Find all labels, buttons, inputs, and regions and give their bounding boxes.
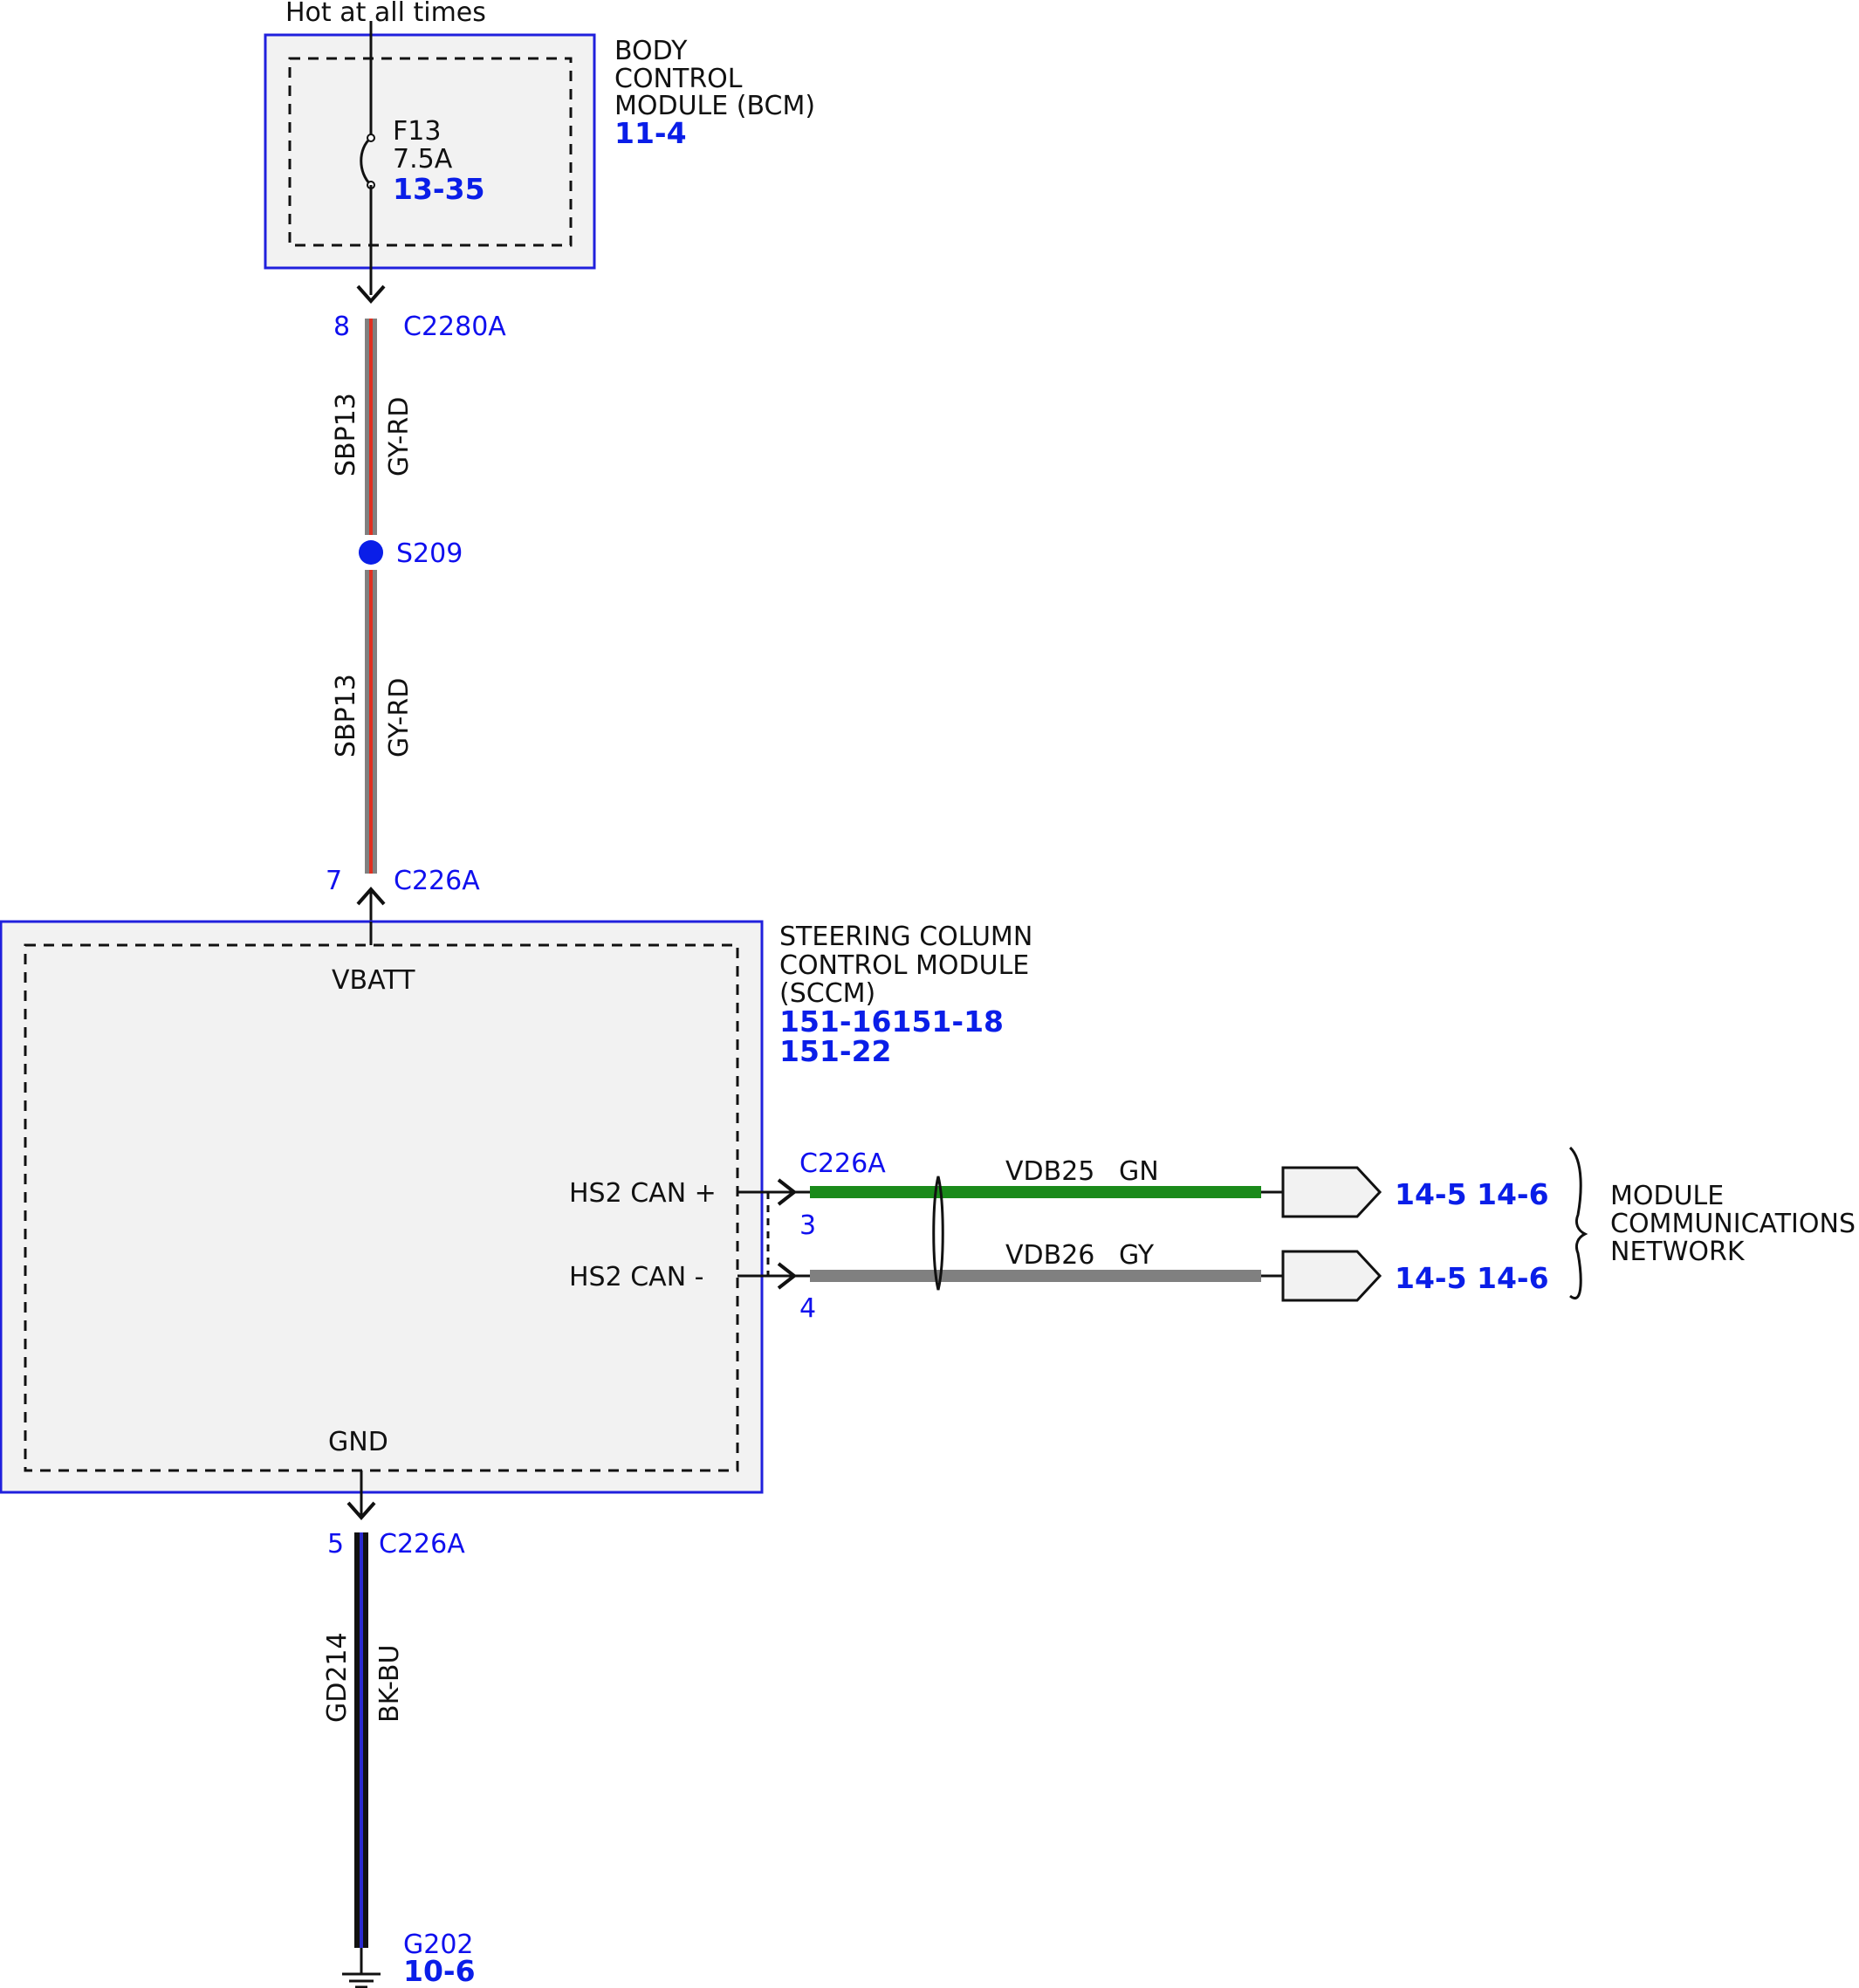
fuse-terminal-top <box>367 134 375 142</box>
splice-dot-icon <box>359 540 383 565</box>
sccm-ref-2[interactable]: 151-22 <box>779 1034 892 1068</box>
gnd-wire-color: BK-BU <box>374 1645 405 1723</box>
can-plus-ref-1[interactable]: 14-5 <box>1395 1177 1467 1211</box>
wire-blue-stripe <box>360 1532 363 1948</box>
bcm-page-ref[interactable]: 11-4 <box>614 116 687 150</box>
wire-vdb26 <box>810 1270 1261 1282</box>
sccm-inner-dashed <box>24 943 739 1472</box>
sccm-name-line-3: (SCCM) <box>779 978 875 1009</box>
sccm-name-line-1: STEERING COLUMN <box>779 922 1032 952</box>
connector-c2280a: 8 C2280A <box>333 284 506 342</box>
ground-symbol-icon <box>342 1972 381 1988</box>
fuse-rating: 7.5A <box>393 144 453 175</box>
can-minus-color: GY <box>1119 1240 1155 1271</box>
can-plus-ref-2[interactable]: 14-6 <box>1477 1177 1549 1211</box>
sccm-pin-gnd: GND <box>328 1427 388 1457</box>
ground-id[interactable]: G202 <box>403 1930 474 1960</box>
bcm-name-line-3: MODULE (BCM) <box>614 91 815 121</box>
wire-red-stripe <box>369 570 373 874</box>
fuse-id: F13 <box>393 116 441 147</box>
bcm-outline <box>264 33 596 270</box>
connector-c226a-vbatt: 7 C226A <box>326 866 480 945</box>
gnd-circuit: GD214 <box>322 1632 353 1723</box>
bcm-name-line-2: CONTROL <box>614 64 743 94</box>
c226a-vbatt-pin: 7 <box>326 866 342 896</box>
c2280a-pin: 8 <box>333 312 350 342</box>
wire-red-stripe <box>369 319 373 535</box>
sccm-pin-can-minus: HS2 CAN - <box>569 1262 704 1292</box>
wire-sbp13-lower: SBP13 GY-RD <box>331 570 415 874</box>
fuse-symbol-icon <box>360 136 373 187</box>
wire-lower-color: GY-RD <box>384 678 415 757</box>
can-minus-continuation-icon[interactable] <box>1281 1250 1382 1302</box>
c226a-vbatt-id[interactable]: C226A <box>394 866 480 896</box>
hot-at-all-times-label: Hot at all times <box>285 0 486 28</box>
can-plus-continuation-icon[interactable] <box>1281 1166 1382 1218</box>
twisted-pair-icon <box>932 1176 944 1291</box>
can-plus-color: GN <box>1119 1156 1159 1187</box>
can-minus-ref-1[interactable]: 14-5 <box>1395 1261 1467 1295</box>
can-plus-circuit: VDB25 <box>1005 1156 1094 1187</box>
bcm-inner-dashed <box>288 57 573 247</box>
bcm-name-line-1: BODY <box>614 36 688 66</box>
ground-circuit: 5 C226A GD214 BK-BU G202 10-6 <box>322 1470 476 1988</box>
sccm-name-line-2: CONTROL MODULE <box>779 950 1029 981</box>
fuse-f13: F13 7.5A 13-35 <box>360 21 485 295</box>
splice-id[interactable]: S209 <box>396 538 463 569</box>
sccm-module: VBATT HS2 CAN + HS2 CAN - GND STEERING C… <box>0 920 1032 1494</box>
fuse-ref[interactable]: 13-35 <box>393 172 485 206</box>
brace-icon <box>1568 1146 1588 1299</box>
can-plus-pin: 3 <box>799 1210 816 1241</box>
connector-arrow-down-icon <box>346 1501 376 1521</box>
can-minus-pin: 4 <box>799 1293 816 1324</box>
can-minus-ref-2[interactable]: 14-6 <box>1477 1261 1549 1295</box>
can-bus: C226A 3 VDB25 GN 4 VDB26 GY 14-5 14-6 14… <box>737 1146 1856 1324</box>
wire-vdb25 <box>810 1186 1261 1198</box>
gnd-pin: 5 <box>327 1529 344 1560</box>
ground-ref[interactable]: 10-6 <box>403 1954 476 1988</box>
splice-s209: S209 <box>359 538 463 569</box>
network-line-2: COMMUNICATIONS <box>1610 1209 1856 1239</box>
sccm-pin-vbatt: VBATT <box>332 965 415 996</box>
connector-arrow-down-icon <box>356 284 386 305</box>
can-minus-circuit: VDB26 <box>1005 1240 1094 1271</box>
wire-upper-color: GY-RD <box>384 397 415 476</box>
gnd-connector-id[interactable]: C226A <box>379 1529 465 1560</box>
can-connector-id[interactable]: C226A <box>799 1148 886 1179</box>
sccm-ref-1[interactable]: 151-16151-18 <box>779 1004 1004 1039</box>
wire-lower-circuit: SBP13 <box>331 674 361 757</box>
bcm-module: BODY CONTROL MODULE (BCM) 11-4 <box>264 33 815 270</box>
network-line-1: MODULE <box>1610 1181 1724 1211</box>
sccm-outline <box>0 920 764 1494</box>
wire-sbp13-upper: SBP13 GY-RD <box>331 319 415 535</box>
wire-upper-circuit: SBP13 <box>331 393 361 476</box>
sccm-pin-can-plus: HS2 CAN + <box>569 1178 717 1209</box>
network-line-3: NETWORK <box>1610 1237 1746 1267</box>
c2280a-id[interactable]: C2280A <box>403 312 506 342</box>
